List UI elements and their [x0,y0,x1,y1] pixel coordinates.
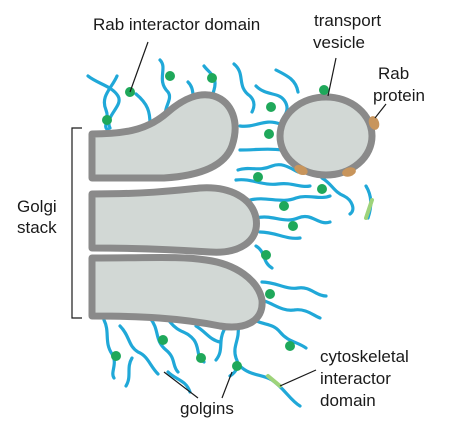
rab-interactor-dot [232,361,242,371]
golgi-cisterna-middle [92,188,256,252]
golgin-fiber [236,180,310,187]
label-golgi-stack-line2: stack [17,218,57,237]
golgins-leader [164,372,198,398]
golgi-cisterna-bottom [92,258,262,327]
cytoskeletal-interactor-segment [366,200,372,218]
vesicle-membrane [280,97,372,175]
rab-interactor-dot [111,351,121,361]
label-golgins: golgins [180,399,234,418]
rab-interactor-dot [196,353,206,363]
golgin-fiber [136,94,150,124]
rab-interactor-dot [207,73,217,83]
rab-interactor-dot [102,115,112,125]
label-cytoskeletal-line3: domain [320,391,376,410]
label-transport-vesicle-line2: vesicle [313,33,365,52]
rab-interactor-leader [130,42,148,92]
golgin-fiber [250,196,330,200]
rab-interactor-dot [285,341,295,351]
rab-interactor-dot [266,102,276,112]
golgi-cisternae [92,95,262,327]
cytoskeletal-interactor-segment [268,376,280,386]
golgins-leader [222,372,232,398]
golgin-fiber [240,366,300,406]
rab-protein-leader [375,104,386,118]
golgin-fiber [120,326,158,374]
golgin-fiber [252,318,306,348]
rab-interactor-dot [288,221,298,231]
golgin-fiber [126,358,132,386]
label-rab-protein-line2: protein [373,86,425,105]
rab-interactor-dot [264,129,274,139]
rab-interactor-dot [165,71,175,81]
cytoskeletal-leader [280,370,316,386]
rab-interactor-dot [319,85,329,95]
golgin-fiber [238,165,298,172]
label-transport-vesicle-line1: transport [314,11,381,30]
golgin-fiber [234,64,254,112]
transport-vesicle-leader [328,58,336,96]
golgin-fiber [216,330,224,360]
rab-interactor-dot [253,172,263,182]
rab-interactor-dot [158,335,168,345]
label-cytoskeletal-line2: interactor [320,369,391,388]
label-rab-interactor-domain: Rab interactor domain [93,15,260,34]
rab-interactor-dot [279,201,289,211]
golgi-cisterna-top [92,95,235,178]
rab-interactor-dot [317,184,327,194]
golgin-fiber [276,70,298,92]
label-golgi-stack-line1: Golgi [17,197,57,216]
golgin-fiber [104,320,114,378]
transport-vesicle [280,97,381,178]
label-cytoskeletal-line1: cytoskeletal [320,347,409,366]
label-rab-protein-line1: Rab [378,64,409,83]
rab-interactor-dot [265,289,275,299]
golgin-fiber [260,232,300,238]
golgi-stack-bracket [72,128,82,318]
golgin-fiber [240,149,282,150]
rab-interactor-dot [261,250,271,260]
golgin-fiber [258,300,320,318]
